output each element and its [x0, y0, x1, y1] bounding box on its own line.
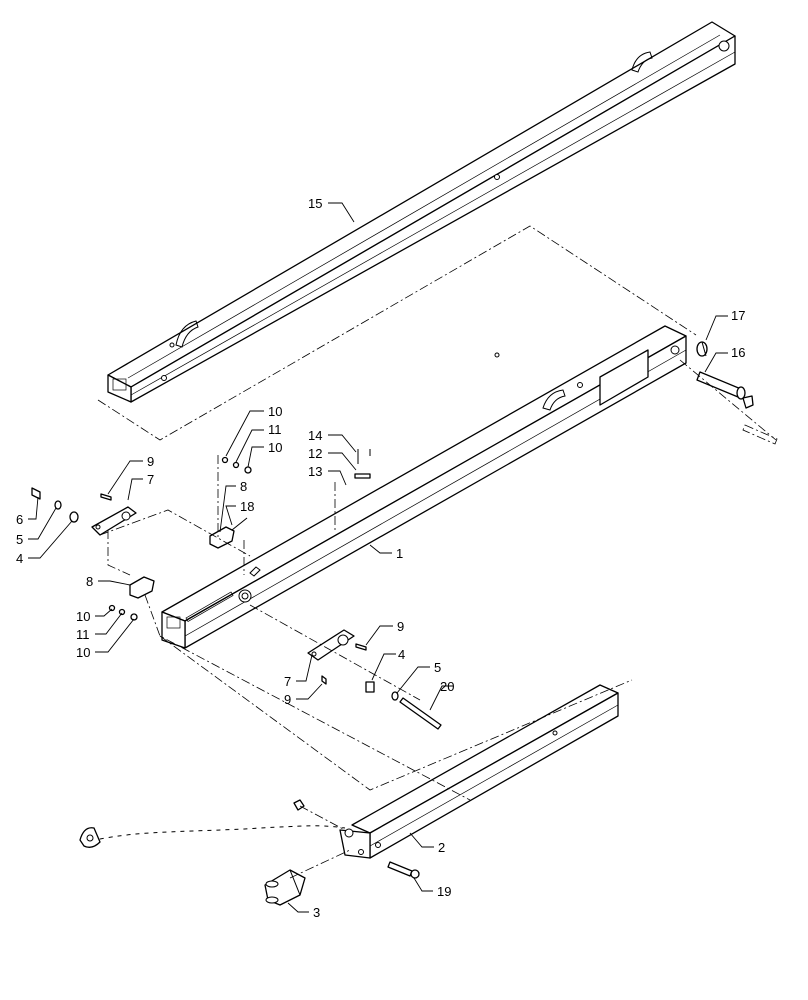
bracket-part-8-lower	[129, 576, 155, 599]
callout-7: 7	[284, 674, 291, 689]
callout-9: 9	[147, 454, 154, 469]
callout-9: 9	[397, 619, 404, 634]
callout-20: 20	[440, 679, 454, 694]
callout-14: 14	[308, 428, 322, 443]
hidden-bolt	[742, 424, 778, 445]
plate-part-7-right	[307, 629, 355, 661]
callout-5: 5	[434, 660, 441, 675]
callout-1: 1	[396, 546, 403, 561]
callout-18: 18	[240, 499, 254, 514]
tube-part-15	[107, 21, 736, 403]
callout-10: 10	[268, 404, 282, 419]
clip-part-17	[696, 341, 708, 357]
callout-17: 17	[731, 308, 745, 323]
callout-11: 11	[76, 627, 90, 642]
callout-10: 10	[268, 440, 282, 455]
callout-5: 5	[16, 532, 23, 547]
callout-16: 16	[731, 345, 745, 360]
pin-part-16	[696, 371, 754, 409]
callout-12: 12	[308, 446, 322, 461]
callout-labels: 15 17 16 10 11 10 14 12 13 9 7 8 18 6 5 …	[16, 196, 745, 920]
callout-8: 8	[240, 479, 247, 494]
bracket-part-8-upper	[209, 526, 235, 549]
callout-3: 3	[313, 905, 320, 920]
callout-13: 13	[308, 464, 322, 479]
tube-part-2	[339, 684, 619, 859]
callout-9: 9	[284, 692, 291, 707]
callout-11: 11	[268, 422, 282, 437]
callout-15: 15	[308, 196, 322, 211]
safety-chain	[79, 824, 346, 848]
callout-6: 6	[16, 512, 23, 527]
callout-4: 4	[16, 551, 23, 566]
callout-2: 2	[438, 840, 445, 855]
small-hardware	[31, 449, 442, 879]
callout-8: 8	[86, 574, 93, 589]
callout-4: 4	[398, 647, 405, 662]
callout-10: 10	[76, 609, 90, 624]
leader-lines	[28, 202, 728, 913]
clevis-part-3	[264, 869, 306, 906]
tube-part-1	[161, 325, 687, 649]
callout-10: 10	[76, 645, 90, 660]
callout-19: 19	[437, 884, 451, 899]
plate-part-7-left	[91, 506, 137, 536]
callout-7: 7	[147, 472, 154, 487]
assembly-centerlines	[97, 225, 777, 879]
